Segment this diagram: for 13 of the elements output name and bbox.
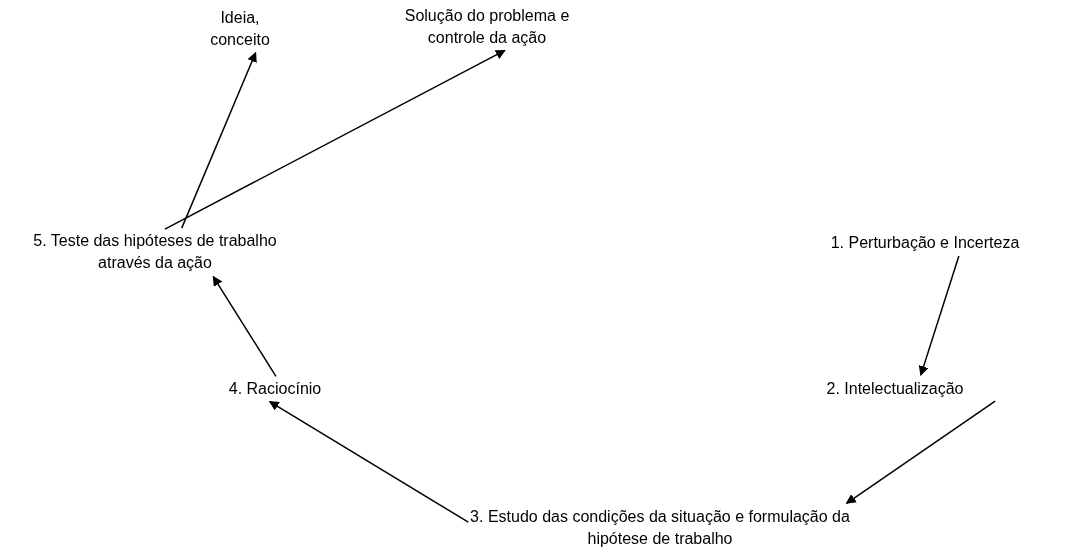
step-label: 4. Raciocínio <box>228 379 322 399</box>
arrow <box>164 49 506 230</box>
step-label: 5. Teste das hipóteses de trabalho através da ação <box>32 231 278 273</box>
arrow <box>212 275 277 378</box>
step-label: Solução do problema e controle da ação <box>403 6 571 48</box>
arrow <box>268 400 470 523</box>
step-label: 2. Intelectualização <box>826 379 964 399</box>
step-label: Ideia, conceito <box>209 8 271 50</box>
arrow <box>918 255 960 377</box>
arrow <box>845 400 996 505</box>
step-label: 3. Estudo das condições da situação e formulação da hipótese de trabalho <box>470 507 850 549</box>
arrow <box>180 51 257 229</box>
step-label: 1. Perturbação e Incerteza <box>830 233 1020 253</box>
